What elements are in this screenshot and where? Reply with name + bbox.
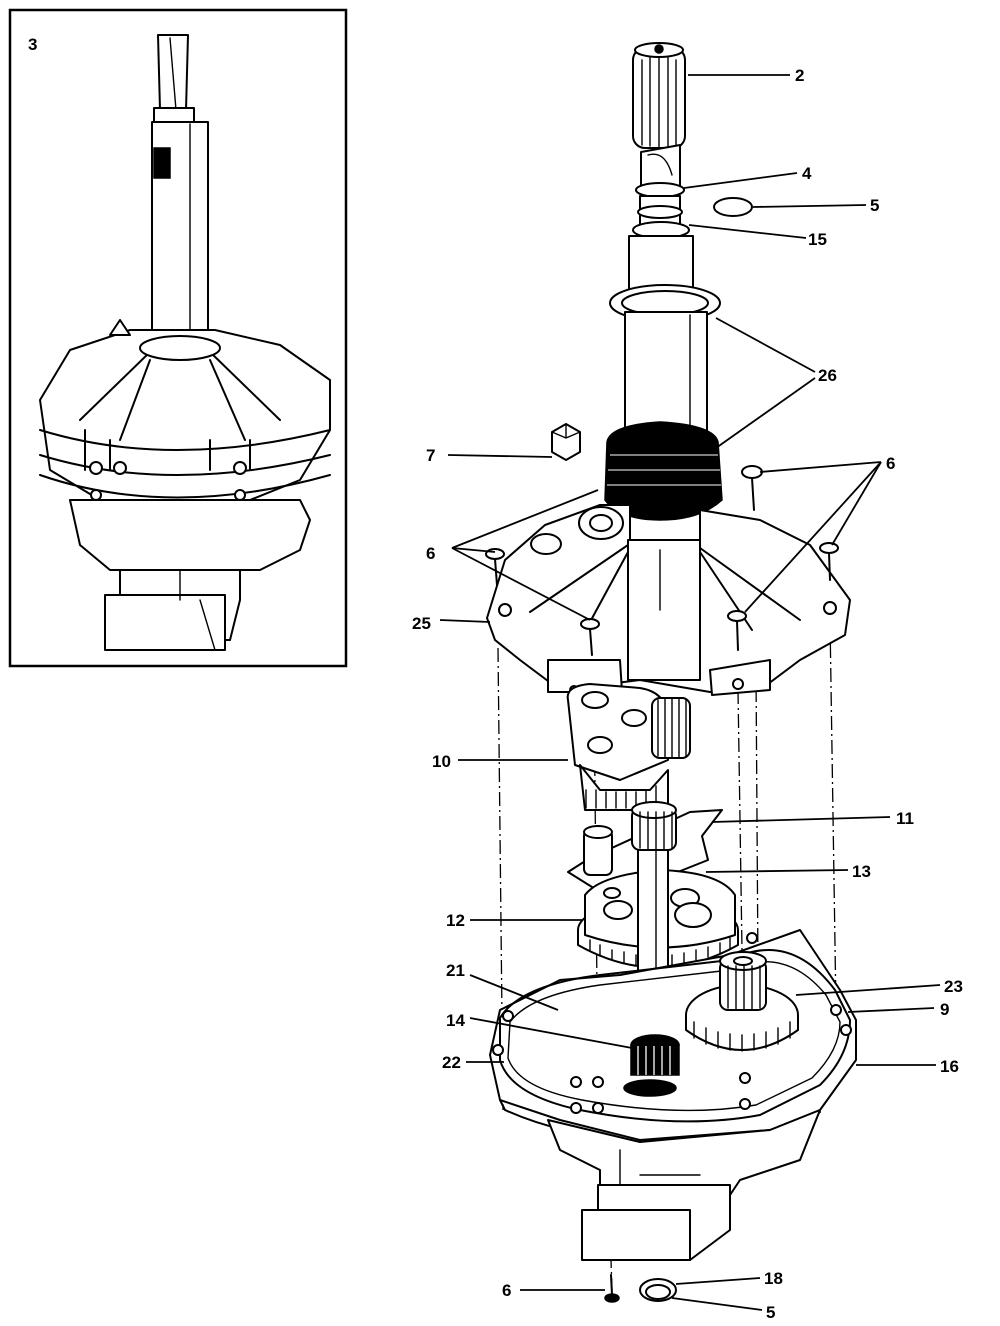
bolt [727, 610, 747, 651]
part-6-screw-bottom [604, 1274, 620, 1303]
callout-14: 14 [446, 1011, 465, 1030]
bolt [741, 465, 763, 511]
callout-6-left: 6 [426, 544, 435, 563]
callout-6-right: 6 [886, 454, 895, 473]
callout-18: 18 [764, 1269, 783, 1288]
leader-lines [439, 74, 941, 1311]
callout-4: 4 [802, 164, 812, 183]
callout-9: 9 [940, 1000, 949, 1019]
callout-2: 2 [795, 66, 804, 85]
part-8-bolts [485, 465, 839, 656]
bolt [819, 542, 839, 581]
callout-7: 7 [426, 446, 435, 465]
inset-gearbox [69, 499, 311, 651]
part-26-seals [604, 284, 723, 521]
inset-label: 3 [28, 35, 37, 54]
callout-6-bottom: 6 [502, 1281, 511, 1300]
callout-25: 25 [412, 614, 431, 633]
part-4-15-shaft-upper [628, 144, 694, 297]
callout-13: 13 [852, 862, 871, 881]
callout-5-bottom: 5 [766, 1303, 775, 1322]
callout-15: 15 [808, 230, 827, 249]
callout-labels: 2 4 5 15 26 7 6 6 25 10 11 13 12 21 23 1… [412, 66, 963, 1322]
callout-11: 11 [896, 809, 914, 828]
inset-shaft [151, 34, 209, 353]
part-10-gear-carrier [566, 683, 691, 811]
callout-5-top: 5 [870, 196, 879, 215]
callout-16: 16 [940, 1057, 959, 1076]
part-18-5-bottom-seal [639, 1278, 677, 1302]
callout-22: 22 [442, 1053, 461, 1072]
callout-12: 12 [446, 911, 465, 930]
lower-gearbox-casting [547, 1109, 821, 1261]
callout-26: 26 [818, 366, 837, 385]
part-2-spline [632, 42, 686, 149]
callout-10: 10 [432, 752, 451, 771]
part-23-output-gear [685, 951, 799, 1052]
part-7-nut [551, 423, 581, 461]
part-14-small-gear [623, 1034, 680, 1097]
inset-assembled-view: 3 [8, 8, 348, 668]
part-5-oring [713, 197, 753, 217]
callout-21: 21 [446, 961, 465, 980]
callout-23: 23 [944, 977, 963, 996]
part-25-cover [486, 504, 851, 696]
